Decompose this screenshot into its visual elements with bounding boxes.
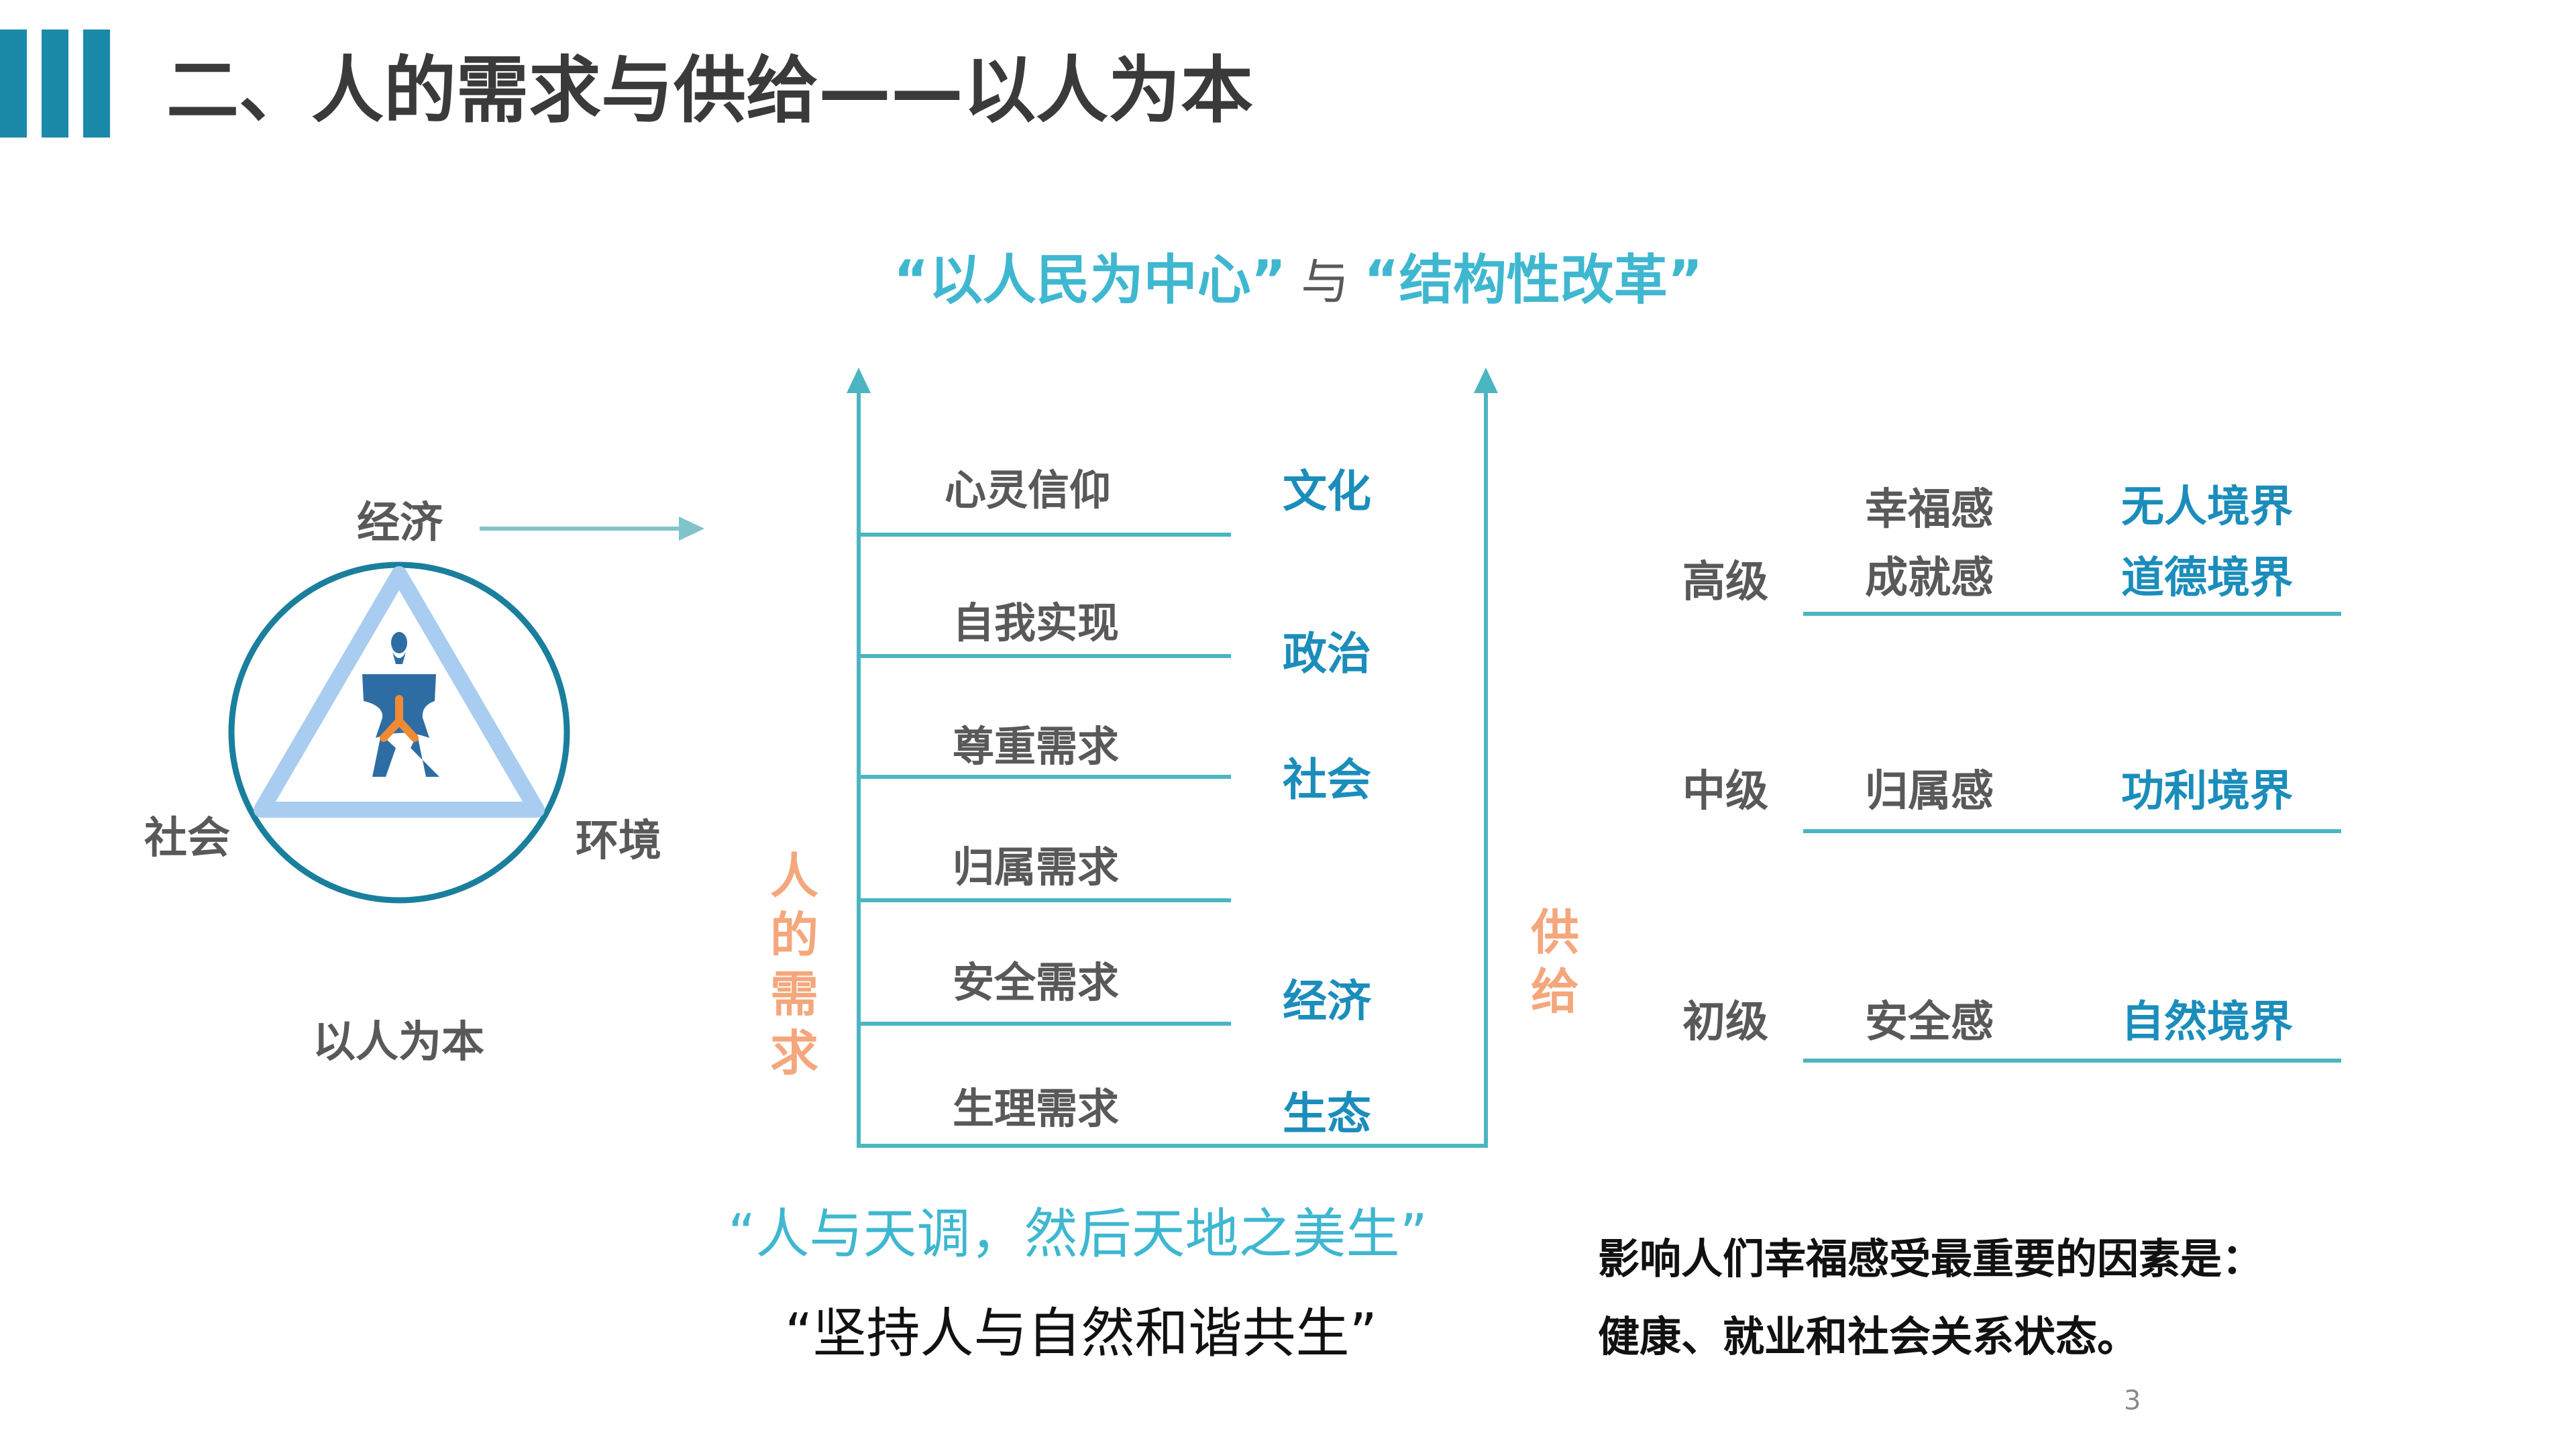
headline-people-center: “以人民为中心” [894,249,1287,311]
need-label-safety: 安全需求 [953,958,1120,1007]
need-label-self-actualization: 自我实现 [953,598,1120,647]
realm-moral: 道德境界 [2121,553,2293,603]
level-line-intermediate [1803,829,2341,833]
level-advanced: 高级 [1682,557,1768,607]
need-label-physiological: 生理需求 [953,1084,1120,1133]
supply-label-ecology: 生态 [1283,1088,1371,1140]
need-label-spiritual: 心灵信仰 [945,466,1112,515]
level-basic: 初级 [1682,998,1768,1047]
environment-label: 环境 [576,816,661,866]
economy-arrow-head [679,517,704,541]
title-stripe-3 [83,30,110,138]
quote-heaven-harmony: “人与天调，然后天地之美生” [728,1203,1428,1265]
feeling-belonging: 归属感 [1865,767,1994,816]
supply-axis-label: 供给 [1530,904,1579,1020]
need-label-belonging: 归属需求 [953,843,1120,892]
happiness-factors-note-1: 影响人们幸福感受最重要的因素是： [1598,1234,2264,1283]
slide-title: 二、人的需求与供给——以人为本 [166,49,1254,133]
feeling-happiness: 幸福感 [1865,485,1994,535]
title-stripe-1 [0,30,27,138]
title-stripe-2 [42,30,68,138]
supply-label-economy: 经济 [1283,975,1371,1027]
level-intermediate: 中级 [1682,767,1768,816]
happiness-factors-note-2: 健康、就业和社会关系状态。 [1598,1312,2139,1361]
realm-natural: 自然境界 [2121,998,2293,1047]
realm-utilitarian: 功利境界 [2121,767,2293,816]
center-headline: “以人民为中心”与“结构性改革” [894,254,1703,307]
circle-outline [228,561,570,904]
people-oriented-caption: 以人为本 [313,1018,484,1067]
needs-axis-arrowhead [847,368,871,393]
supply-label-society: 社会 [1283,754,1371,806]
feeling-security: 安全感 [1865,998,1994,1047]
page-number: 3 [2124,1385,2141,1416]
human-figure-icon [362,632,439,777]
realm-selfless: 无人境界 [2121,482,2293,532]
feeling-achievement: 成就感 [1865,553,1994,603]
headline-structural-reform: “结构性改革” [1364,249,1703,311]
need-label-esteem: 尊重需求 [953,722,1120,771]
needs-axis-label: 人的需求 [769,848,818,1081]
supply-axis-arrowhead [1474,368,1498,393]
headline-connector: 与 [1301,254,1350,310]
level-line-advanced [1803,612,2341,616]
supply-label-politics: 政治 [1283,628,1371,680]
triangle-outline [254,566,545,818]
economy-label: 经济 [357,498,443,548]
level-line-basic [1803,1059,2341,1063]
supply-label-culture: 文化 [1283,466,1371,517]
quote-harmony-nature: “坚持人与自然和谐共生” [785,1302,1377,1364]
society-label: 社会 [144,814,230,863]
